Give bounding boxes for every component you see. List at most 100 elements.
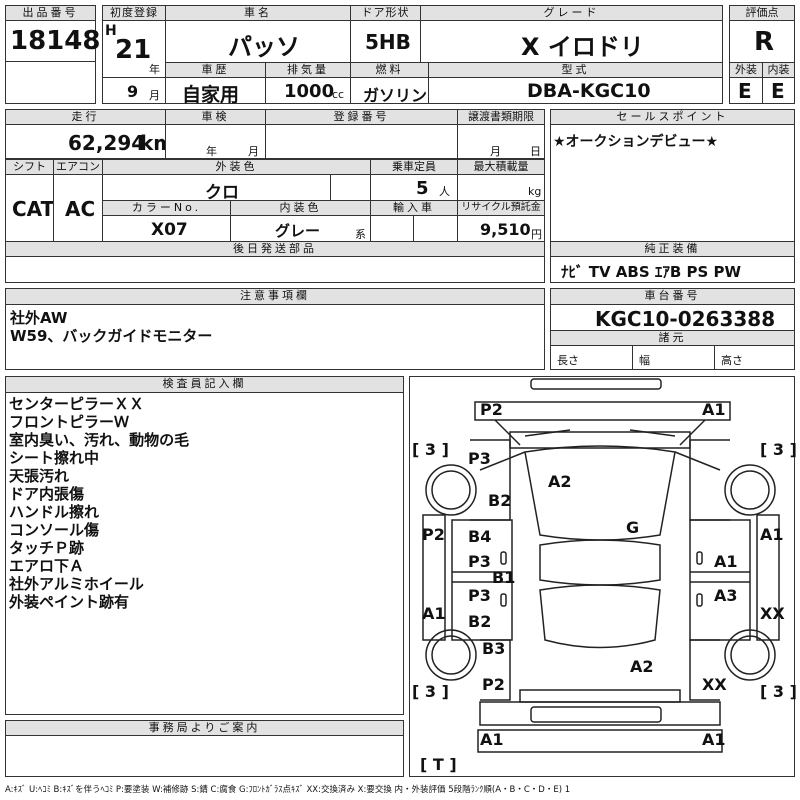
wheel-rear-right (724, 629, 776, 681)
insp-year-unit: 年 (206, 145, 217, 158)
exterior-label: 外装 (729, 62, 763, 78)
load-label: 最大積載量 (457, 159, 545, 175)
height-label: 高さ (721, 354, 743, 367)
displacement: 1000 (284, 81, 335, 102)
reg-no-cell (265, 124, 458, 159)
glass-outline (539, 539, 661, 586)
interior-color: グレー (275, 222, 321, 240)
shift-cell: CAT (5, 174, 54, 242)
ac: AC (65, 197, 96, 221)
color-no-label: カラーNo. (102, 200, 231, 216)
mark-a1-bottom-left: A1 (480, 730, 504, 749)
displacement-unit: cc (332, 88, 345, 101)
lot-no: 18148 (10, 26, 101, 56)
score: R (754, 27, 775, 57)
color-no-cell: X07 (102, 215, 231, 242)
inspection-cell: 年 月 (165, 124, 266, 159)
mark-p3-top: P3 (468, 449, 491, 468)
rear-glass-outline (539, 584, 661, 649)
mark-3-left: [ 3 ] (412, 440, 449, 459)
mark-b2-top: B2 (488, 491, 511, 510)
color-blank (330, 174, 371, 201)
inspector-line: エアロ下Ａ (9, 557, 85, 575)
interior-color-label: 内装色 (230, 200, 371, 216)
door-cell: 5HB (350, 20, 421, 63)
mark-a1-left: A1 (422, 604, 446, 623)
inspector-line: 外装ペイント跡有 (9, 593, 130, 611)
mark-g: G (626, 518, 639, 537)
mark-b2-low: B2 (468, 612, 491, 631)
inspector-line: ハンドル擦れ (9, 503, 100, 521)
door-label: ドア形状 (350, 5, 421, 21)
office-cell (5, 735, 404, 777)
recycle-unit: 円 (531, 228, 542, 241)
history-cell: 自家用 (165, 77, 266, 106)
wheel-rear-left (425, 629, 477, 681)
color-no: X07 (151, 220, 188, 240)
rear-edge-bar (530, 706, 662, 723)
color: クロ (205, 183, 239, 203)
lot-blank (5, 61, 96, 104)
exterior-grade: E (738, 79, 752, 103)
left-skirt-outline (422, 514, 446, 641)
car-name: パッソ (228, 33, 300, 61)
mark-p2-left: P2 (422, 525, 445, 544)
mark-a2-low: A2 (630, 657, 654, 676)
interior-grade: E (771, 79, 785, 103)
grade-cell: X イロドリ (420, 20, 723, 63)
mileage-cell: 62,294 km (5, 124, 174, 159)
interior-label: 内装 (762, 62, 795, 78)
inspector-line: タッチＰ跡 (9, 539, 85, 557)
mark-3-bottom-right: [ 3 ] (760, 682, 797, 701)
notes-cell: 社外AW W59、バックガイドモニター (5, 304, 545, 370)
equipment-cell: ﾅﾋﾞ TV ABS ｴｱB PS PW (550, 256, 795, 283)
wheel-front-left (425, 464, 477, 516)
legend: A:ｷｽﾞ U:ﾍｺﾐ B:ｷｽﾞを伴うﾍｺﾐ P:要塗装 W:補修跡 S:錆 … (5, 785, 571, 795)
mark-a1-bottom-right: A1 (702, 730, 726, 749)
inspector-line: ドア内張傷 (9, 485, 85, 503)
grade: X イロドリ (521, 33, 644, 61)
mark-p2-top: P2 (480, 400, 503, 419)
inspector-line: 室内臭い、汚れ、動物の毛 (9, 431, 190, 449)
mark-b3: B3 (482, 639, 505, 658)
year-unit: 年 (149, 63, 160, 76)
mark-a2-roof: A2 (548, 472, 572, 491)
score-cell: R (729, 20, 795, 63)
color-label: 外装色 (102, 159, 371, 175)
inspector-line: 天張汚れ (9, 467, 70, 485)
width-label: 幅 (639, 354, 650, 367)
mark-a1-top: A1 (702, 400, 726, 419)
mark-p3-mid: P3 (468, 552, 491, 571)
inspector-line: センターピラーＸＸ (9, 395, 145, 413)
door: 5HB (365, 30, 411, 54)
mileage: 62,294 (68, 131, 146, 155)
height-cell: 高さ (714, 345, 795, 370)
mark-p2-low: P2 (482, 675, 505, 694)
first-reg-month-cell: 9 月 (102, 77, 166, 104)
inspector-line: フロントピラーＷ (9, 413, 130, 431)
right-skirt-outline (756, 514, 780, 641)
note-line: W59、バックガイドモニター (10, 327, 213, 345)
damage-diagram-frame (409, 376, 795, 777)
dl-day-unit: 日 (530, 145, 541, 158)
load-unit: kg (528, 185, 542, 198)
mark-a3: A3 (714, 586, 738, 605)
inspector-cell: センターピラーＸＸ フロントピラーＷ 室内臭い、汚れ、動物の毛 シート擦れ中 天… (5, 392, 404, 715)
displacement-label: 排気量 (265, 62, 351, 78)
history: 自家用 (182, 84, 240, 106)
front-bumper-outline (474, 401, 731, 421)
color-cell: クロ (102, 174, 331, 203)
insp-month-unit: 月 (248, 145, 259, 158)
mark-xx-right: XX (760, 604, 785, 623)
fuel-cell: ガソリン (350, 77, 429, 105)
mark-b4: B4 (468, 527, 491, 546)
front-edge-bar (530, 378, 662, 390)
model: DBA-KGC10 (527, 80, 651, 102)
length-label: 長さ (557, 354, 579, 367)
load-cell: kg (457, 174, 545, 201)
dl-month-unit: 月 (490, 145, 501, 158)
roof-outline (524, 445, 676, 541)
car-name-cell: パッソ (165, 20, 351, 63)
displacement-cell: 1000 cc (265, 77, 351, 104)
